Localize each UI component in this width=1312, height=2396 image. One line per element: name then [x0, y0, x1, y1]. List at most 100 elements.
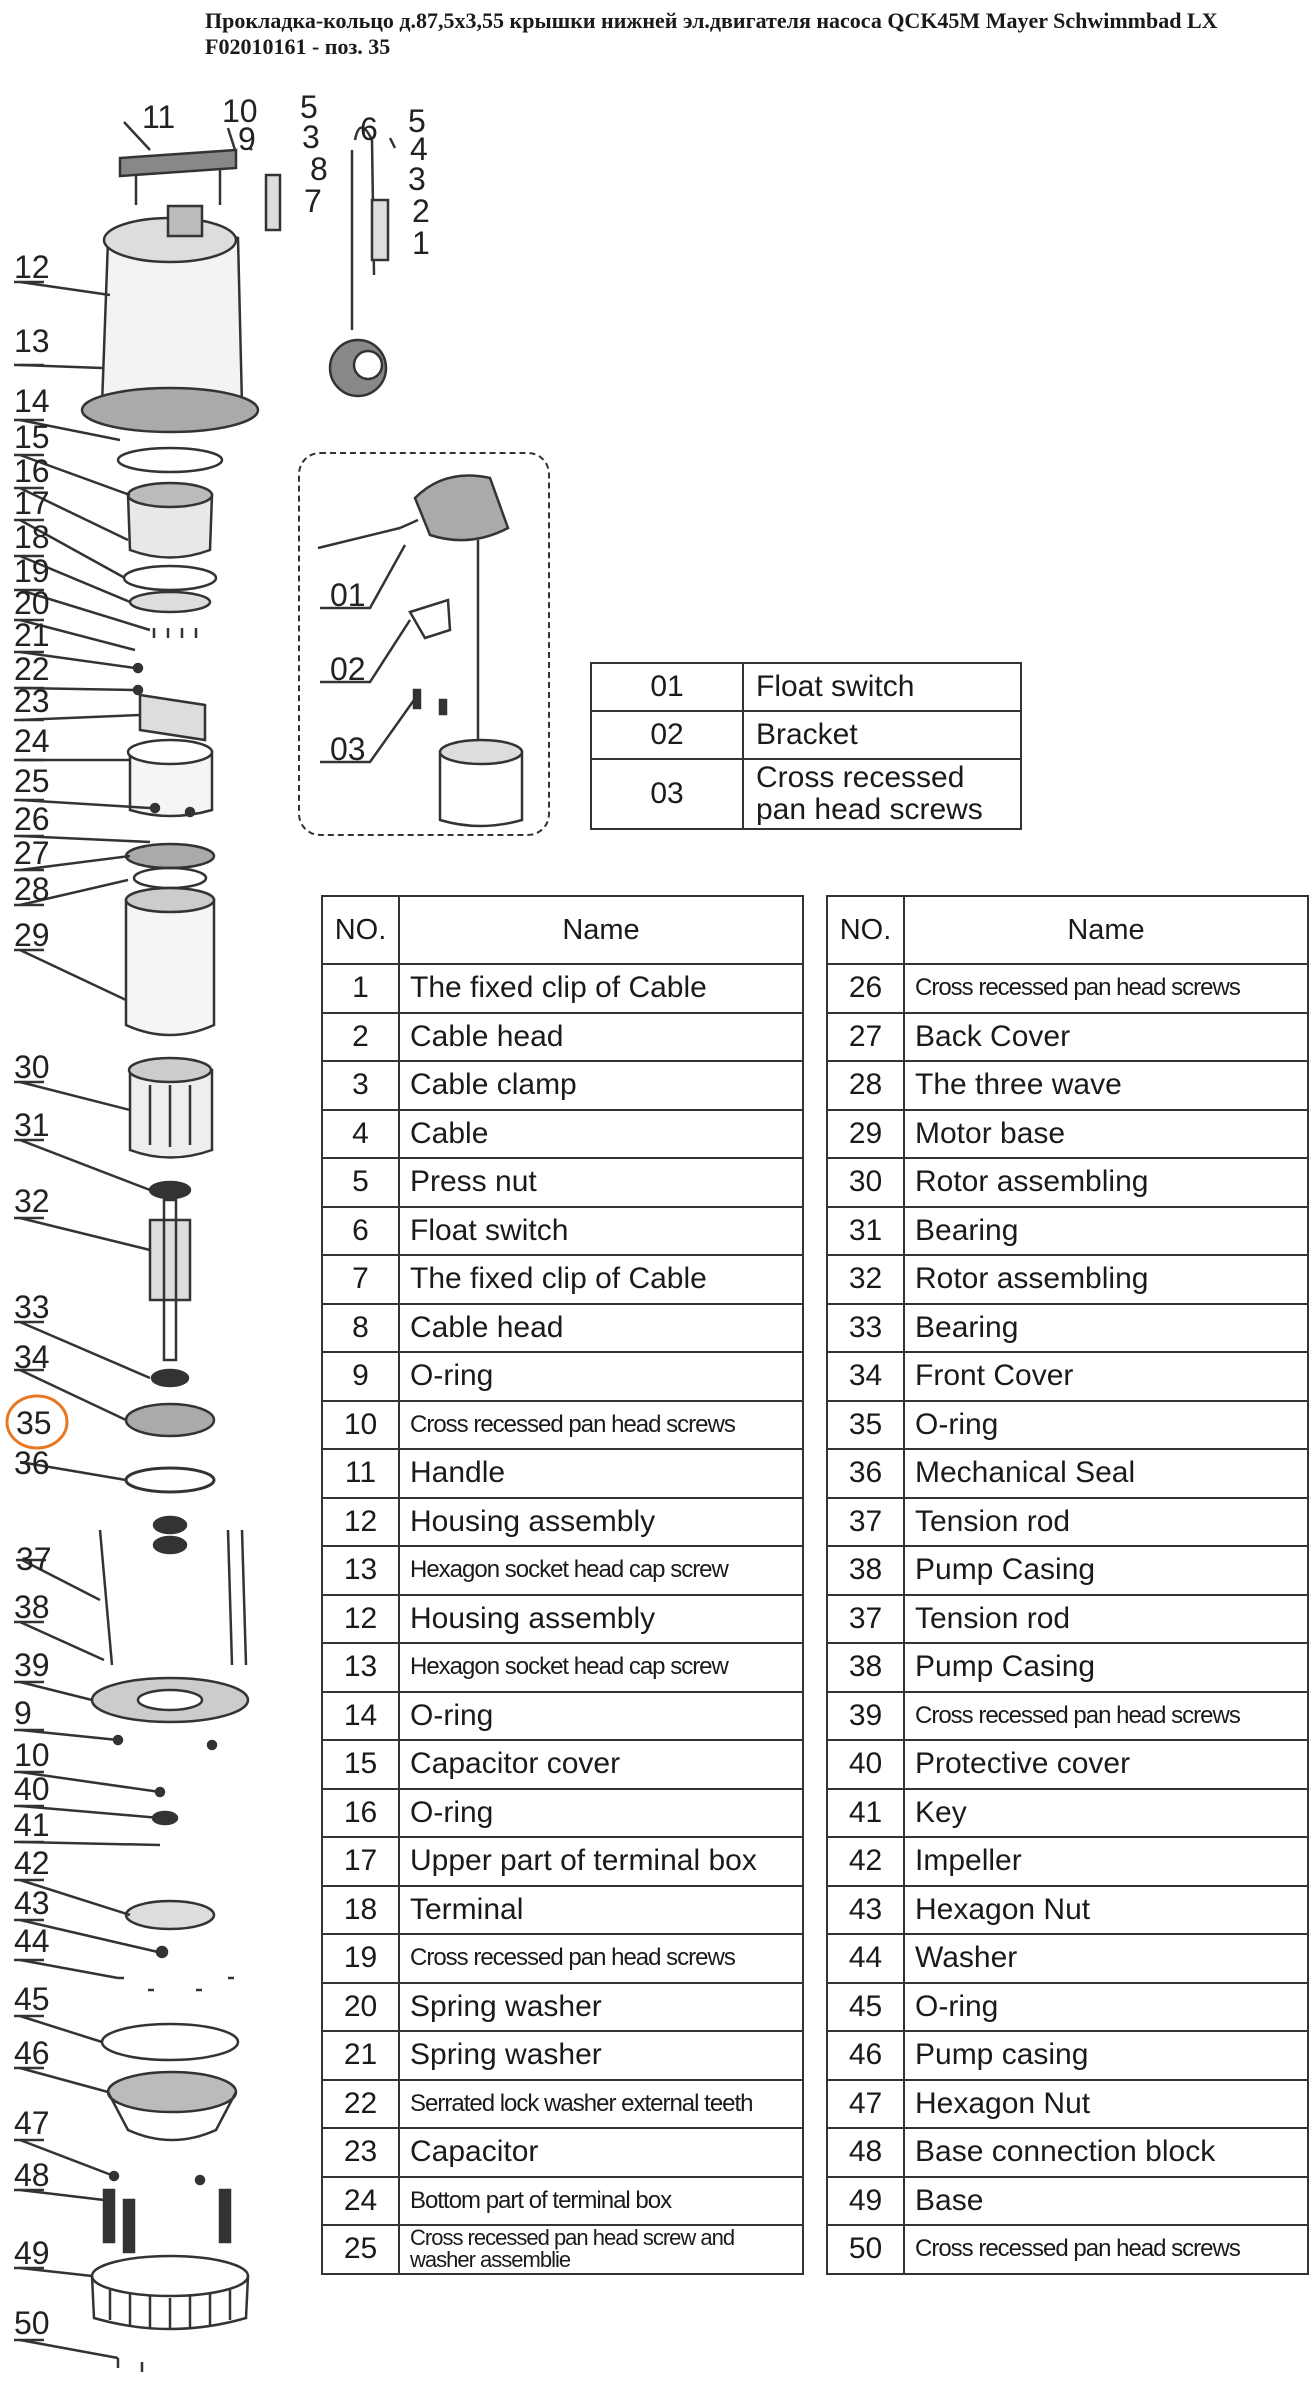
- position-label-27: 27: [14, 835, 50, 871]
- position-label-42: 42: [14, 1845, 50, 1881]
- part-name: Motor base: [903, 1108, 1309, 1159]
- position-label-7: 7: [304, 183, 322, 219]
- legend-name: Float switch: [742, 662, 1022, 712]
- header-name: Name: [398, 895, 804, 965]
- cable-part: [353, 126, 376, 276]
- position-label-23: 23: [14, 683, 50, 719]
- position-label-12: 12: [14, 249, 50, 285]
- position-label-50: 50: [14, 2305, 50, 2341]
- position-label-20: 20: [14, 585, 50, 621]
- part-no: 12: [321, 1593, 400, 1644]
- part-no: 21: [321, 2030, 400, 2081]
- part-name: The three wave: [903, 1060, 1309, 1111]
- part-name: Spring washer: [398, 2030, 804, 2081]
- part-name: Cable clamp: [398, 1060, 804, 1111]
- part-name: Upper part of terminal box: [398, 1836, 804, 1887]
- part-no: 1: [321, 963, 400, 1014]
- part-no: 50: [826, 2224, 905, 2275]
- part-no: 14: [321, 1690, 400, 1741]
- part-name: Cross recessed pan head screws: [903, 1690, 1309, 1741]
- base-part: [90, 2254, 250, 2298]
- position-label-39: 39: [14, 1647, 50, 1683]
- part-name: Bearing: [903, 1205, 1309, 1256]
- position-label-25: 25: [14, 763, 50, 799]
- part-no: 39: [826, 1690, 905, 1741]
- position-label-48: 48: [14, 2157, 50, 2193]
- position-label-5: 5: [300, 89, 318, 125]
- part-name: O-ring: [903, 1981, 1309, 2032]
- part-name: O-ring: [398, 1787, 804, 1838]
- part-name: Handle: [398, 1448, 804, 1499]
- part-no: 40: [826, 1739, 905, 1790]
- position-label-30: 30: [14, 1049, 50, 1085]
- position-label-24: 24: [14, 723, 50, 759]
- motor-base-part: [124, 898, 216, 1037]
- part-no: 47: [826, 2078, 905, 2129]
- part-no: 29: [826, 1108, 905, 1159]
- part-no: 23: [321, 2127, 400, 2178]
- part-name: Pump Casing: [903, 1642, 1309, 1693]
- float-switch-inset-frame: [298, 452, 550, 836]
- part-no: 25: [321, 2224, 400, 2275]
- part-no: 35: [826, 1399, 905, 1450]
- part-name: Hexagon socket head cap screw: [398, 1642, 804, 1693]
- page-title: Прокладка-кольцо д.87,5х3,55 крышки нижн…: [205, 8, 1218, 59]
- position-label-34: 34: [14, 1339, 50, 1375]
- position-label-11: 11: [142, 99, 175, 135]
- part-name: Tension rod: [903, 1593, 1309, 1644]
- part-no: 4: [321, 1108, 400, 1159]
- part-no: 27: [826, 1011, 905, 1062]
- legend-no: 02: [590, 710, 744, 760]
- position-label-18: 18: [14, 519, 50, 555]
- impeller-part: [124, 1899, 216, 1931]
- part-name: Impeller: [903, 1836, 1309, 1887]
- position-label-38: 38: [14, 1589, 50, 1625]
- part-name: Rotor assembling: [903, 1157, 1309, 1208]
- part-name: Spring washer: [398, 1981, 804, 2032]
- header-no: NO.: [321, 895, 400, 965]
- position-label-31: 31: [14, 1107, 50, 1143]
- part-no: 9: [321, 1351, 400, 1402]
- header-no: NO.: [826, 895, 905, 965]
- part-name: Back Cover: [903, 1011, 1309, 1062]
- part-name: Base: [903, 2175, 1309, 2226]
- part-no: 49: [826, 2175, 905, 2226]
- position-label-41: 41: [14, 1807, 50, 1843]
- part-name: Cable head: [398, 1302, 804, 1353]
- part-no: 42: [826, 1836, 905, 1887]
- inset-label-02: 02: [330, 651, 366, 687]
- part-name: Rotor assembling: [903, 1254, 1309, 1305]
- legend-name: Cross recessed pan head screws: [742, 758, 1022, 830]
- position-label-29: 29: [14, 917, 50, 953]
- part-no: 36: [826, 1448, 905, 1499]
- part-name: Cross recessed pan head screws: [398, 1399, 804, 1450]
- part-no: 11: [321, 1448, 400, 1499]
- part-name: Hexagon Nut: [903, 2078, 1309, 2129]
- position-label-4: 4: [410, 131, 428, 167]
